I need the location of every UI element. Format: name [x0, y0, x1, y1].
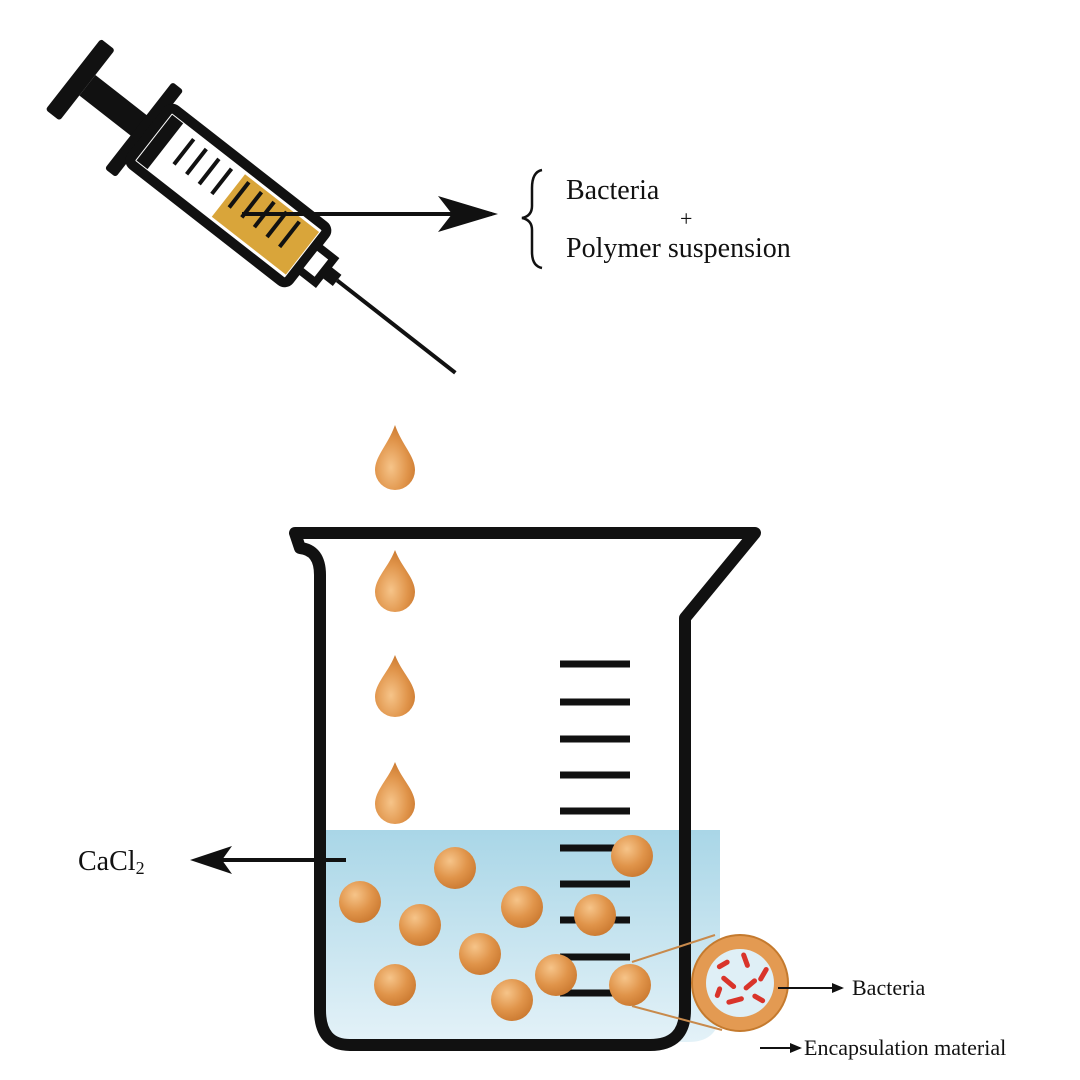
droplet-icon	[375, 762, 415, 824]
bead-icon	[459, 933, 501, 975]
bead-icon	[399, 904, 441, 946]
label-bacteria-inset: Bacteria	[852, 975, 926, 1000]
bead-icon	[434, 847, 476, 889]
bead-icon	[611, 835, 653, 877]
bead-icon	[501, 886, 543, 928]
label-bacteria-top: Bacteria	[566, 175, 660, 206]
droplet-icon	[375, 550, 415, 612]
zoom-line-top	[631, 934, 716, 963]
beaker-icon	[289, 527, 761, 1051]
droplet-icon	[375, 425, 415, 490]
capsule-icon	[691, 934, 789, 1032]
zoom-line-bottom	[631, 1005, 723, 1031]
bead-group	[339, 835, 653, 1021]
label-brace	[521, 168, 543, 270]
label-encapsulation-material: Encapsulation material	[804, 1035, 1006, 1060]
syringe-icon	[46, 39, 457, 375]
droplet-icon	[375, 655, 415, 717]
bead-icon	[609, 964, 651, 1006]
label-plus: +	[680, 206, 692, 231]
syringe-arrowhead	[438, 196, 498, 232]
bead-icon	[374, 964, 416, 1006]
bead-icon	[535, 954, 577, 996]
label-cacl2: CaCl2	[78, 846, 145, 878]
bead-icon	[574, 894, 616, 936]
cacl2-arrowhead	[190, 846, 232, 874]
bead-icon	[491, 979, 533, 1021]
label-polymer-suspension: Polymer suspension	[566, 233, 791, 264]
bead-icon	[339, 881, 381, 923]
